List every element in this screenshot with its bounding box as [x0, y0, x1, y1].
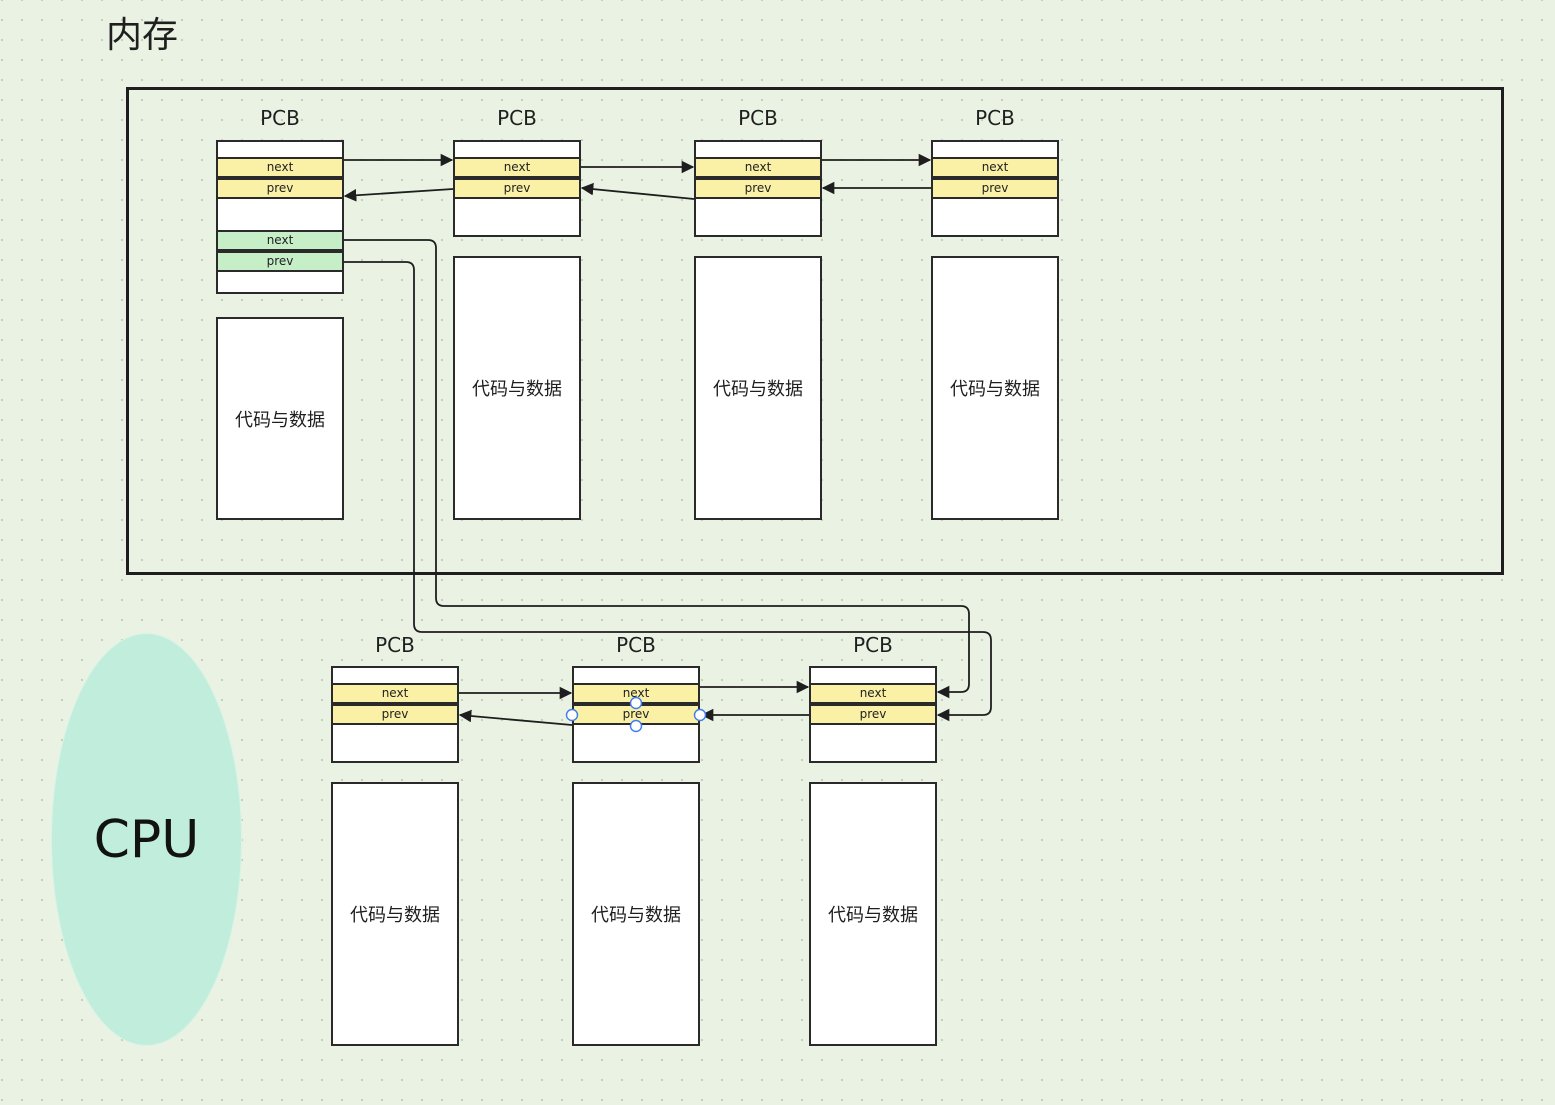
cpu-ellipse[interactable]: CPU [51, 633, 242, 1046]
next-field[interactable]: next [811, 683, 935, 704]
code-data-block[interactable]: 代码与数据 [809, 782, 937, 1046]
prev-arrow[interactable] [458, 709, 573, 726]
pcb-box[interactable]: next prev next prev [216, 140, 344, 294]
prev-field[interactable]: prev [455, 178, 579, 199]
next-field[interactable]: next [455, 157, 579, 178]
next-field[interactable]: next [933, 157, 1057, 178]
code-data-label: 代码与数据 [235, 409, 325, 431]
code-data-label: 代码与数据 [828, 905, 918, 926]
prev-field[interactable]: prev [218, 178, 342, 199]
next-field[interactable]: next [574, 683, 698, 704]
pcb-box[interactable]: next prev [931, 140, 1059, 237]
code-data-block[interactable]: 代码与数据 [694, 256, 822, 520]
pcb-box[interactable]: next prev [694, 140, 822, 237]
code-data-block[interactable]: 代码与数据 [931, 256, 1059, 520]
code-data-label: 代码与数据 [350, 905, 440, 926]
prev-field[interactable]: prev [333, 704, 457, 725]
pcb-label: PCB [616, 633, 656, 657]
prev-field[interactable]: prev [811, 704, 935, 725]
code-data-label: 代码与数据 [472, 379, 562, 400]
pcb-label: PCB [497, 106, 537, 130]
code-data-block[interactable]: 代码与数据 [331, 782, 459, 1046]
memory-title: 内存 [106, 15, 179, 56]
pcb-label: PCB [853, 633, 893, 657]
prev-field[interactable]: prev [933, 178, 1057, 199]
pcb-label: PCB [975, 106, 1015, 130]
pcb-box[interactable]: next prev [453, 140, 581, 237]
pcb-box[interactable]: next prev [809, 666, 937, 763]
pcb-label: PCB [738, 106, 778, 130]
code-data-label: 代码与数据 [713, 379, 803, 400]
queue-prev-field[interactable]: prev [218, 251, 342, 272]
code-data-label: 代码与数据 [591, 905, 681, 926]
prev-field-selected[interactable]: prev [574, 704, 698, 725]
code-data-block[interactable]: 代码与数据 [572, 782, 700, 1046]
cpu-label: CPU [93, 809, 200, 870]
code-data-block[interactable]: 代码与数据 [216, 317, 344, 520]
pcb-label: PCB [260, 106, 300, 130]
next-field[interactable]: next [218, 157, 342, 178]
next-field[interactable]: next [696, 157, 820, 178]
queue-next-field[interactable]: next [218, 230, 342, 251]
pcb-label: PCB [375, 633, 415, 657]
pcb-box[interactable]: next prev [331, 666, 459, 763]
pcb-box[interactable]: next prev [572, 666, 700, 763]
prev-field[interactable]: prev [696, 178, 820, 199]
code-data-label: 代码与数据 [950, 379, 1040, 400]
code-data-block[interactable]: 代码与数据 [453, 256, 581, 520]
next-field[interactable]: next [333, 683, 457, 704]
